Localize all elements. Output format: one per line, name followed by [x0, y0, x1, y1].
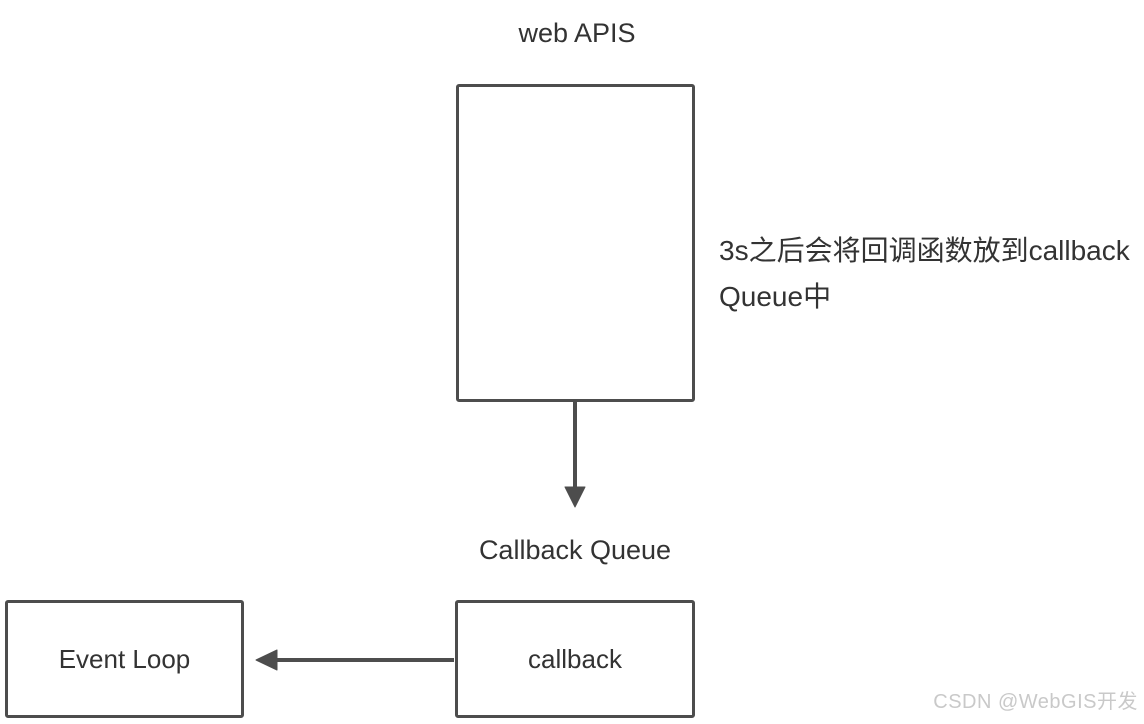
left-arrow: [255, 649, 454, 671]
event-loop-box-label: Event Loop: [58, 643, 191, 674]
callback-box-label: callback: [528, 643, 622, 674]
annotation-line-1: 3s之后会将回调函数放到callback: [719, 235, 1130, 266]
annotation-line-2: Queue中: [719, 281, 832, 312]
web-apis-title: web APIS: [518, 18, 636, 48]
callback-queue-label: Callback Queue: [478, 535, 672, 565]
csdn-watermark: CSDN @WebGIS开发: [933, 691, 1138, 713]
down-arrow: [564, 402, 586, 508]
event-loop-box: Event Loop: [5, 600, 244, 718]
web-apis-box: [456, 84, 695, 402]
callback-box: callback: [455, 600, 695, 718]
annotation-text: 3s之后会将回调函数放到callback Queue中: [719, 228, 1144, 320]
